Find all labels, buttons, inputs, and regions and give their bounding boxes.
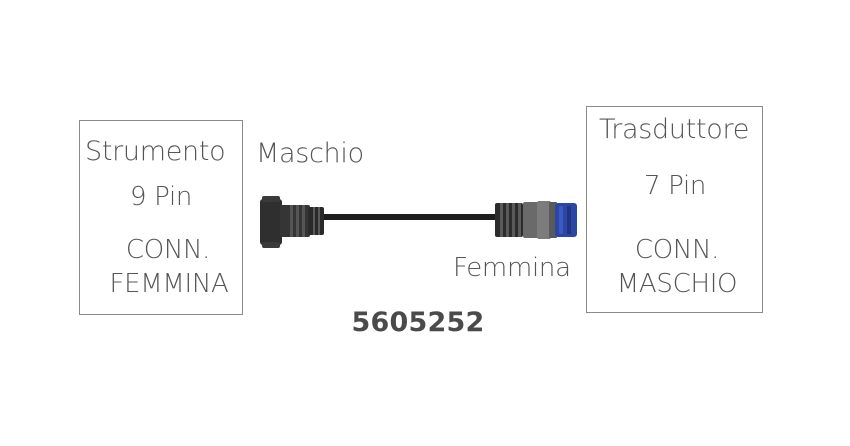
instrument-title: Strumento bbox=[85, 136, 226, 167]
female-connector-icon bbox=[495, 201, 577, 239]
part-number: 5605252 bbox=[351, 307, 485, 338]
male-connector-icon bbox=[260, 196, 324, 248]
transducer-connector-type-line2: MASCHIO bbox=[616, 269, 738, 299]
instrument-pin-count: 9 Pin bbox=[129, 182, 193, 212]
transducer-connector-type-line1: CONN. bbox=[634, 235, 720, 265]
female-connector-label: Femmina bbox=[453, 253, 571, 283]
instrument-connector-type-line1: CONN. bbox=[125, 235, 211, 265]
transducer-title: Trasduttore bbox=[599, 114, 749, 145]
instrument-connector-type-line2: FEMMINA bbox=[109, 269, 229, 299]
instrument-box bbox=[79, 120, 243, 315]
transducer-pin-count: 7 Pin bbox=[643, 171, 707, 201]
cable-wire bbox=[322, 214, 498, 220]
male-connector-label: Maschio bbox=[256, 138, 364, 169]
transducer-box bbox=[586, 106, 763, 313]
